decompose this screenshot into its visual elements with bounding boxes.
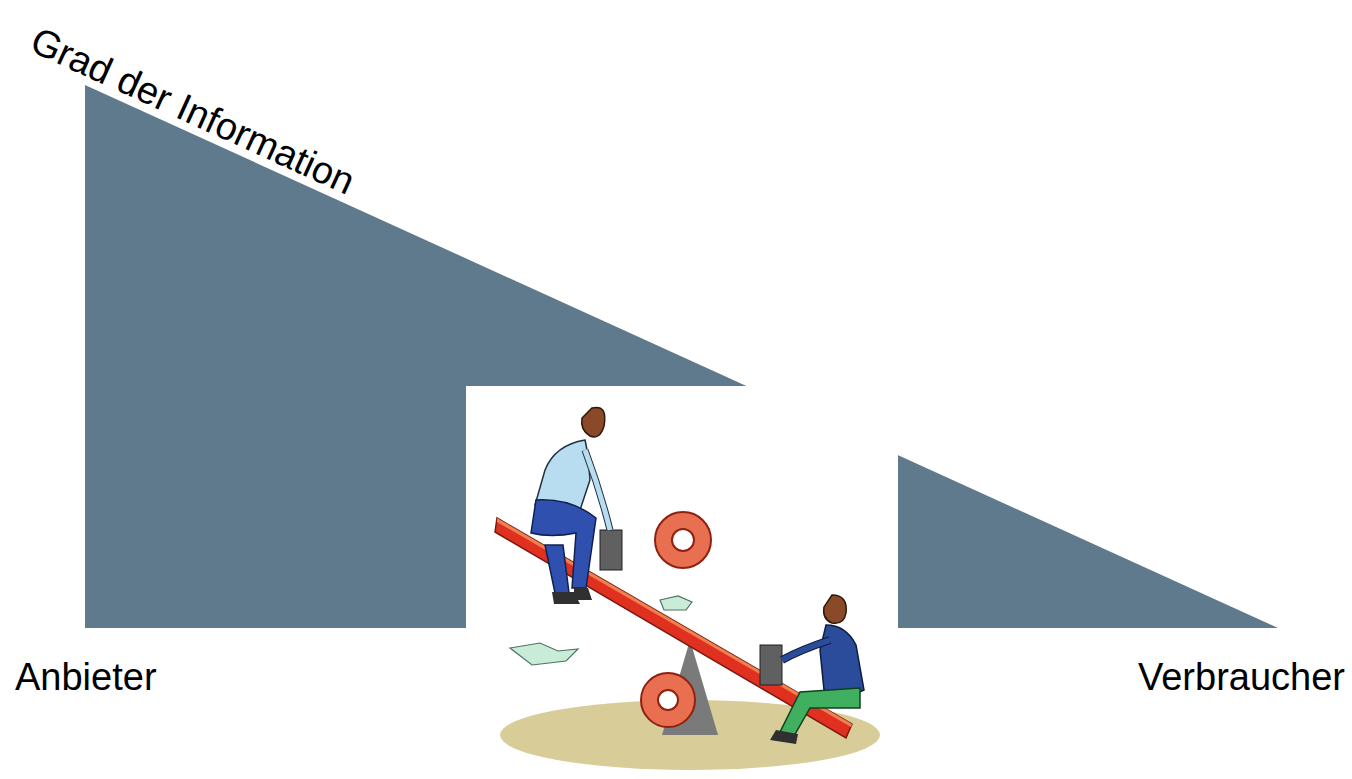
seesaw-fulcrum <box>662 640 718 735</box>
flying-ring <box>641 673 695 727</box>
person-right <box>770 595 864 744</box>
paper-note <box>510 643 578 665</box>
seesaw-plank <box>495 518 852 738</box>
seesaw-handle <box>760 645 782 685</box>
ground-patch <box>500 700 880 770</box>
person-left <box>531 407 610 604</box>
axis-end-label: Verbraucher <box>1138 656 1345 699</box>
plank-edge <box>497 518 852 727</box>
picture-frame <box>466 386 898 779</box>
seesaw-handle <box>600 530 622 570</box>
paper-note <box>660 596 692 610</box>
information-wedge: Grad der Information <box>85 85 1278 628</box>
flying-ring <box>655 512 711 568</box>
axis-end-label: Anbieter <box>15 656 157 699</box>
